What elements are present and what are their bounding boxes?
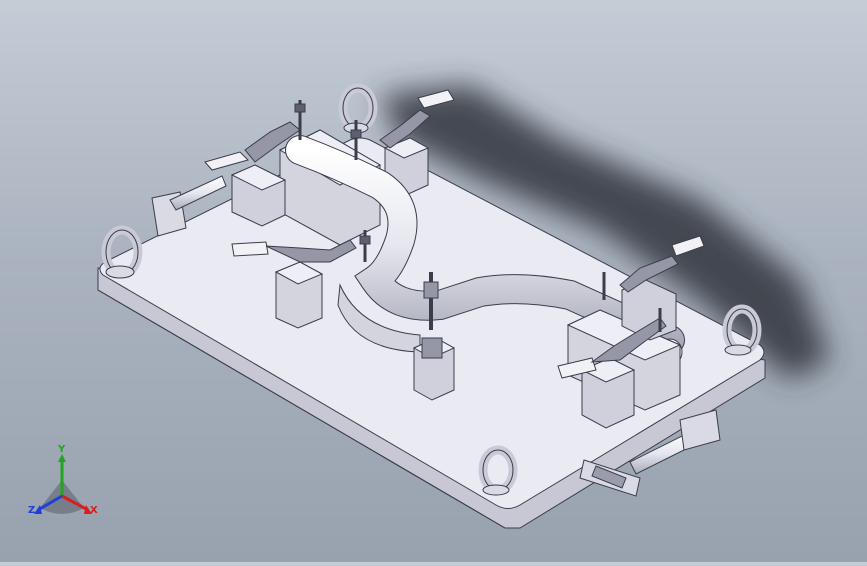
coordinate-triad[interactable]: Y X Z — [22, 444, 112, 528]
toggle-clamp-bottom[interactable] — [421, 272, 443, 359]
cast-shadow — [380, 85, 830, 380]
clamp-block-left[interactable] — [230, 164, 287, 227]
x-axis-arrowhead-icon — [84, 505, 92, 514]
x-axis-arrow — [61, 494, 89, 512]
triad-x-label: X — [90, 505, 98, 516]
toggle-clamp-middle[interactable] — [231, 230, 371, 263]
eye-bolt-left[interactable] — [101, 225, 143, 279]
triad-y-label: Y — [58, 444, 66, 455]
eye-bolt-right[interactable] — [722, 304, 762, 356]
z-axis-arrow — [37, 494, 63, 512]
clamp-block-right-lower[interactable] — [580, 357, 636, 429]
toggle-clamp-top[interactable] — [350, 89, 455, 160]
eye-bolt-bottom[interactable] — [478, 445, 518, 496]
toggle-clamp-left[interactable] — [204, 100, 306, 171]
right-carry-handle[interactable] — [579, 409, 721, 497]
eye-bolt-top[interactable] — [338, 83, 378, 134]
clamp-block-middle[interactable] — [274, 261, 324, 329]
toggle-clamp-right-lower[interactable] — [557, 308, 667, 379]
z-axis-arrowhead-icon — [34, 505, 42, 514]
toggle-clamp-right-upper[interactable] — [602, 235, 705, 300]
triad-z-label: Z — [28, 505, 36, 516]
y-axis-arrowhead-icon — [58, 454, 66, 462]
left-carry-handle[interactable] — [151, 175, 227, 237]
